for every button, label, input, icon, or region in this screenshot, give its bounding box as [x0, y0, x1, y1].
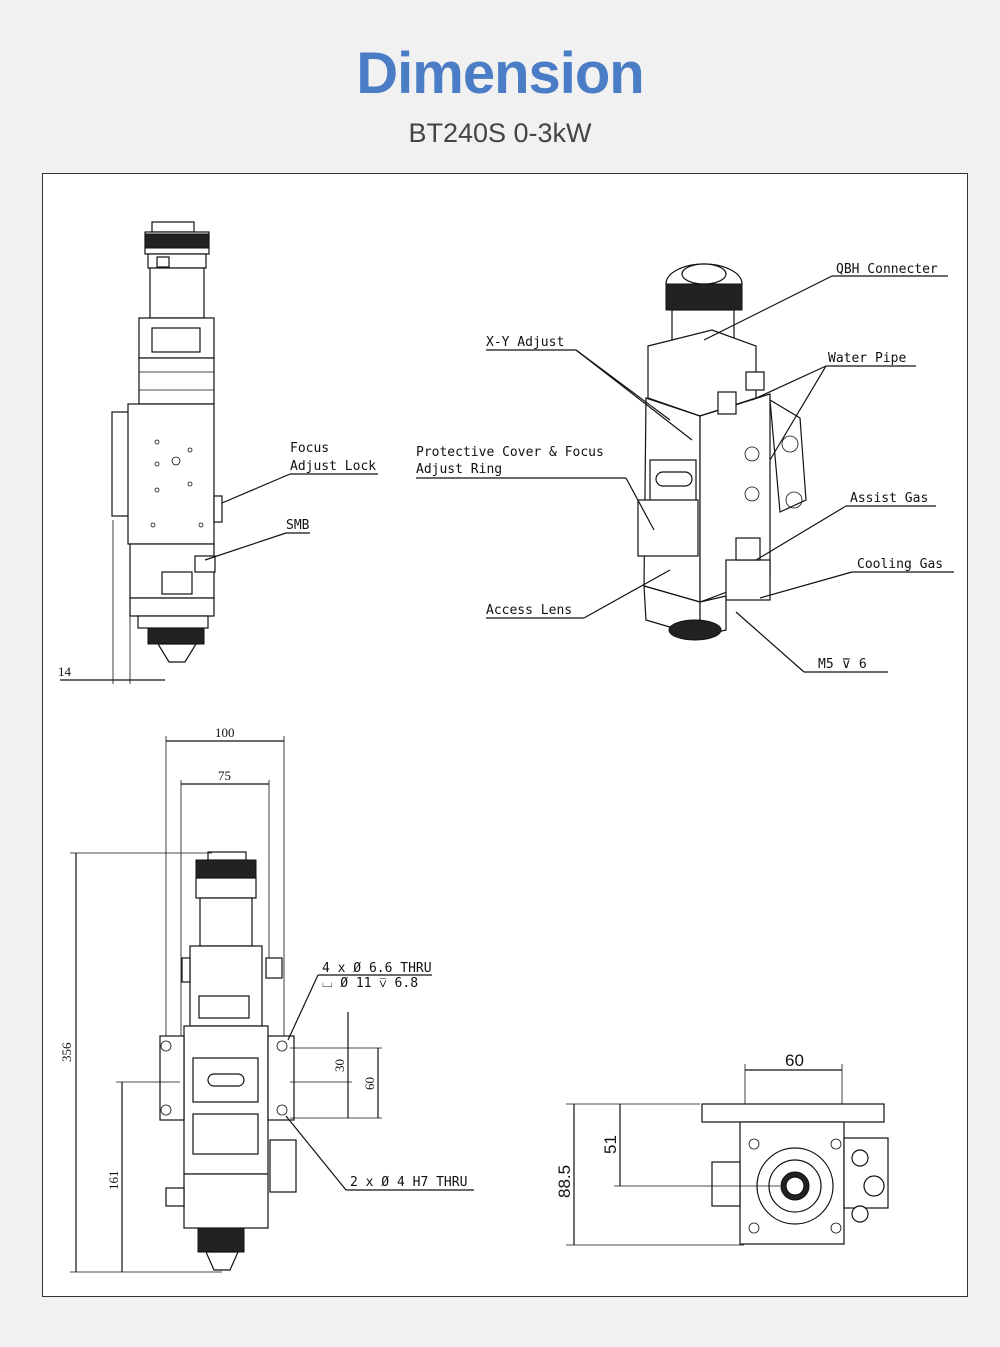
- side-view: 14 Focus Adjust Lock SMB: [58, 221, 378, 684]
- label-adjust-lock: Adjust Lock: [290, 459, 376, 474]
- label-xy-adjust: X-Y Adjust: [486, 335, 564, 350]
- page-subtitle: BT240S 0-3kW: [408, 118, 592, 148]
- dim-hole-30: 30: [332, 1059, 347, 1072]
- dim-bottom-51: 51: [601, 1135, 620, 1154]
- dim-bottom-88: 88.5: [555, 1165, 574, 1198]
- front-view: 100 75 356 161: [59, 725, 474, 1273]
- dim-bottom-width: 60: [785, 1051, 804, 1070]
- label-qbh-connecter: QBH Connecter: [836, 262, 938, 277]
- page-title: Dimension: [356, 41, 645, 106]
- label-assist-gas: Assist Gas: [850, 491, 928, 506]
- label-water-pipe: Water Pipe: [828, 351, 906, 366]
- label-m5-thread: M5 ⊽ 6: [818, 657, 867, 672]
- bottom-view: 60 51 88.5: [555, 1051, 889, 1246]
- dim-height-mount: 161: [106, 1171, 121, 1191]
- label-access-lens: Access Lens: [486, 603, 572, 618]
- label-counterbore: ⌴ Ø 11 ⊽ 6.8: [322, 976, 418, 991]
- dim-hole-60: 60: [362, 1077, 377, 1090]
- label-adjust-ring: Adjust Ring: [416, 462, 502, 477]
- dim-width-total: 100: [215, 725, 235, 740]
- label-cooling-gas: Cooling Gas: [857, 557, 943, 572]
- label-holes-2x: 2 x Ø 4 H7 THRU: [350, 1175, 467, 1190]
- dim-side-offset: 14: [58, 664, 72, 679]
- label-protective-cover: Protective Cover & Focus: [416, 445, 604, 460]
- label-smb: SMB: [286, 518, 310, 533]
- dim-height-total: 356: [59, 1042, 74, 1062]
- isometric-view: QBH Connecter X-Y Adjust Water Pipe Prot…: [416, 262, 954, 673]
- label-focus: Focus: [290, 441, 329, 456]
- label-holes-4x: 4 x Ø 6.6 THRU: [322, 961, 432, 976]
- dim-width-inner: 75: [218, 768, 231, 783]
